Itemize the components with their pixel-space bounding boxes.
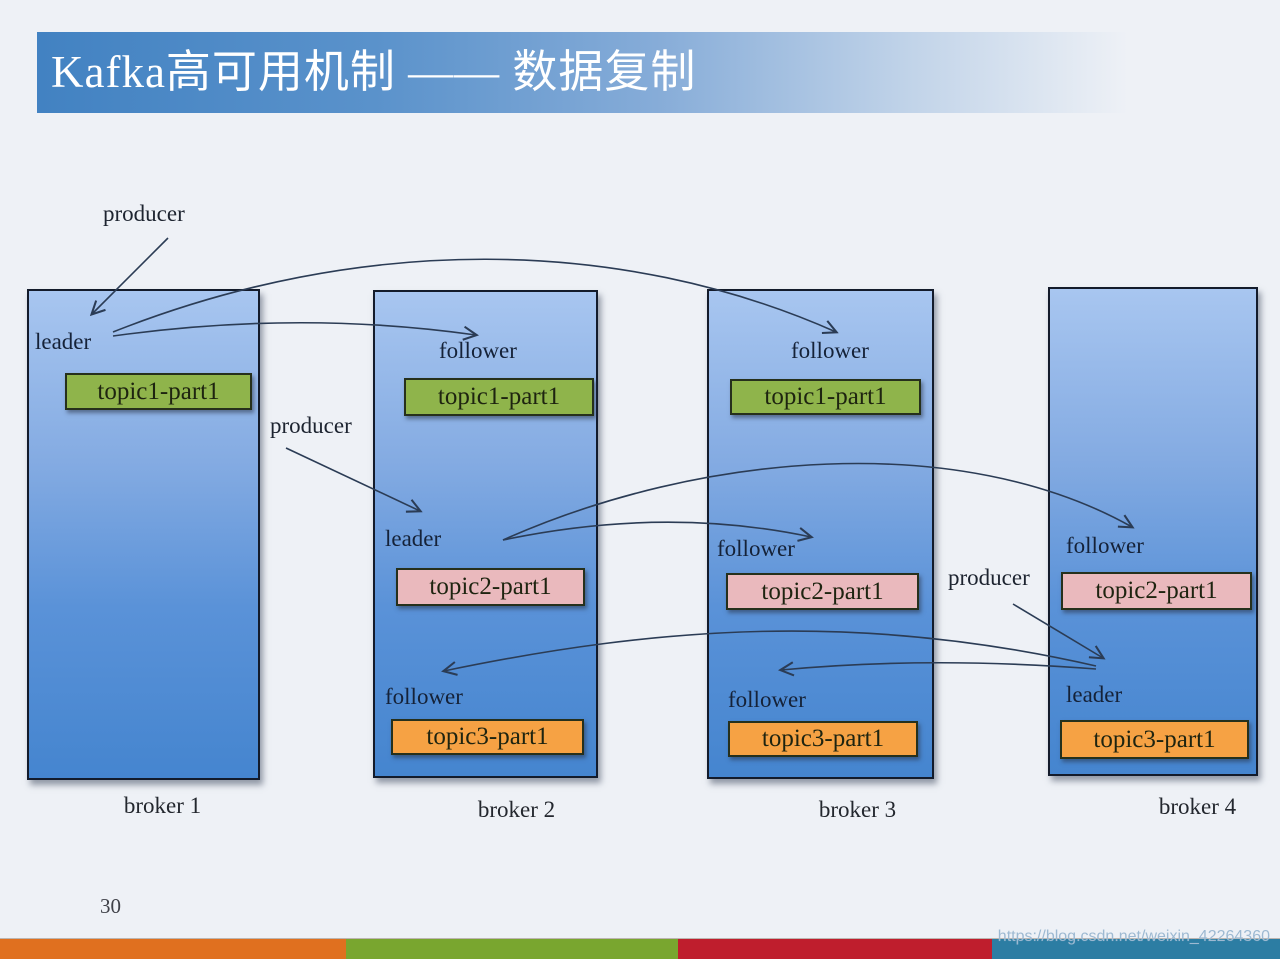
broker-2-topic3-part1: topic3-part1 [391,719,584,755]
broker-2-topic1-part1: topic1-part1 [404,378,594,416]
broker-4-topic2-part1: topic2-part1 [1061,572,1252,610]
broker-3-topic2-part1: topic2-part1 [726,573,919,610]
broker-2-topic2-part1: topic2-part1 [396,568,585,606]
broker-4-caption: broker 4 [1158,794,1237,819]
watermark-url: https://blog.csdn.net/weixin_42264360 [997,928,1270,945]
broker-3-topic3-part1: topic3-part1 [728,721,918,757]
broker-4-follower-topic2-label: follower [1066,533,1144,558]
broker-4-leader-topic3-label: leader [1066,682,1123,707]
broker-3-caption: broker 3 [818,797,897,822]
broker-4-box: follower topic2-part1 leader topic3-part… [1048,287,1258,776]
footer-stripe-bar [0,938,1280,959]
producer-label-3: producer [948,565,1030,590]
broker-3-follower-topic3-label: follower [728,687,806,712]
page-title: Kafka高可用机制 —— 数据复制 [51,47,697,97]
broker-3-follower-topic1-label: follower [791,338,869,363]
broker-2-follower-topic1-label: follower [439,338,517,363]
title-bar: Kafka高可用机制 —— 数据复制 [37,32,1162,113]
page-number: 30 [100,894,121,918]
producer-label-2: producer [270,413,352,438]
broker-2-box: follower topic1-part1 leader topic2-part… [373,290,598,778]
broker-1-caption: broker 1 [123,793,202,818]
broker-1-leader-label: leader [35,329,92,354]
broker-1-box: leader topic1-part1 [27,289,260,780]
broker-2-leader-topic2-label: leader [385,526,442,551]
broker-2-follower-topic3-label: follower [385,684,463,709]
broker-3-topic1-part1: topic1-part1 [730,379,921,415]
broker-3-follower-topic2-label: follower [717,536,795,561]
footer-stripe-teal [992,939,1280,959]
broker-2-caption: broker 2 [477,797,556,822]
broker-1-topic1-part1: topic1-part1 [65,373,252,410]
broker-4-topic3-part1: topic3-part1 [1060,720,1249,759]
producer-label-1: producer [103,201,185,226]
footer-stripe-orange [0,939,346,959]
footer-stripe-green [346,939,678,959]
broker-3-box: follower topic1-part1 follower topic2-pa… [707,289,934,779]
footer-stripe-red [678,939,992,959]
